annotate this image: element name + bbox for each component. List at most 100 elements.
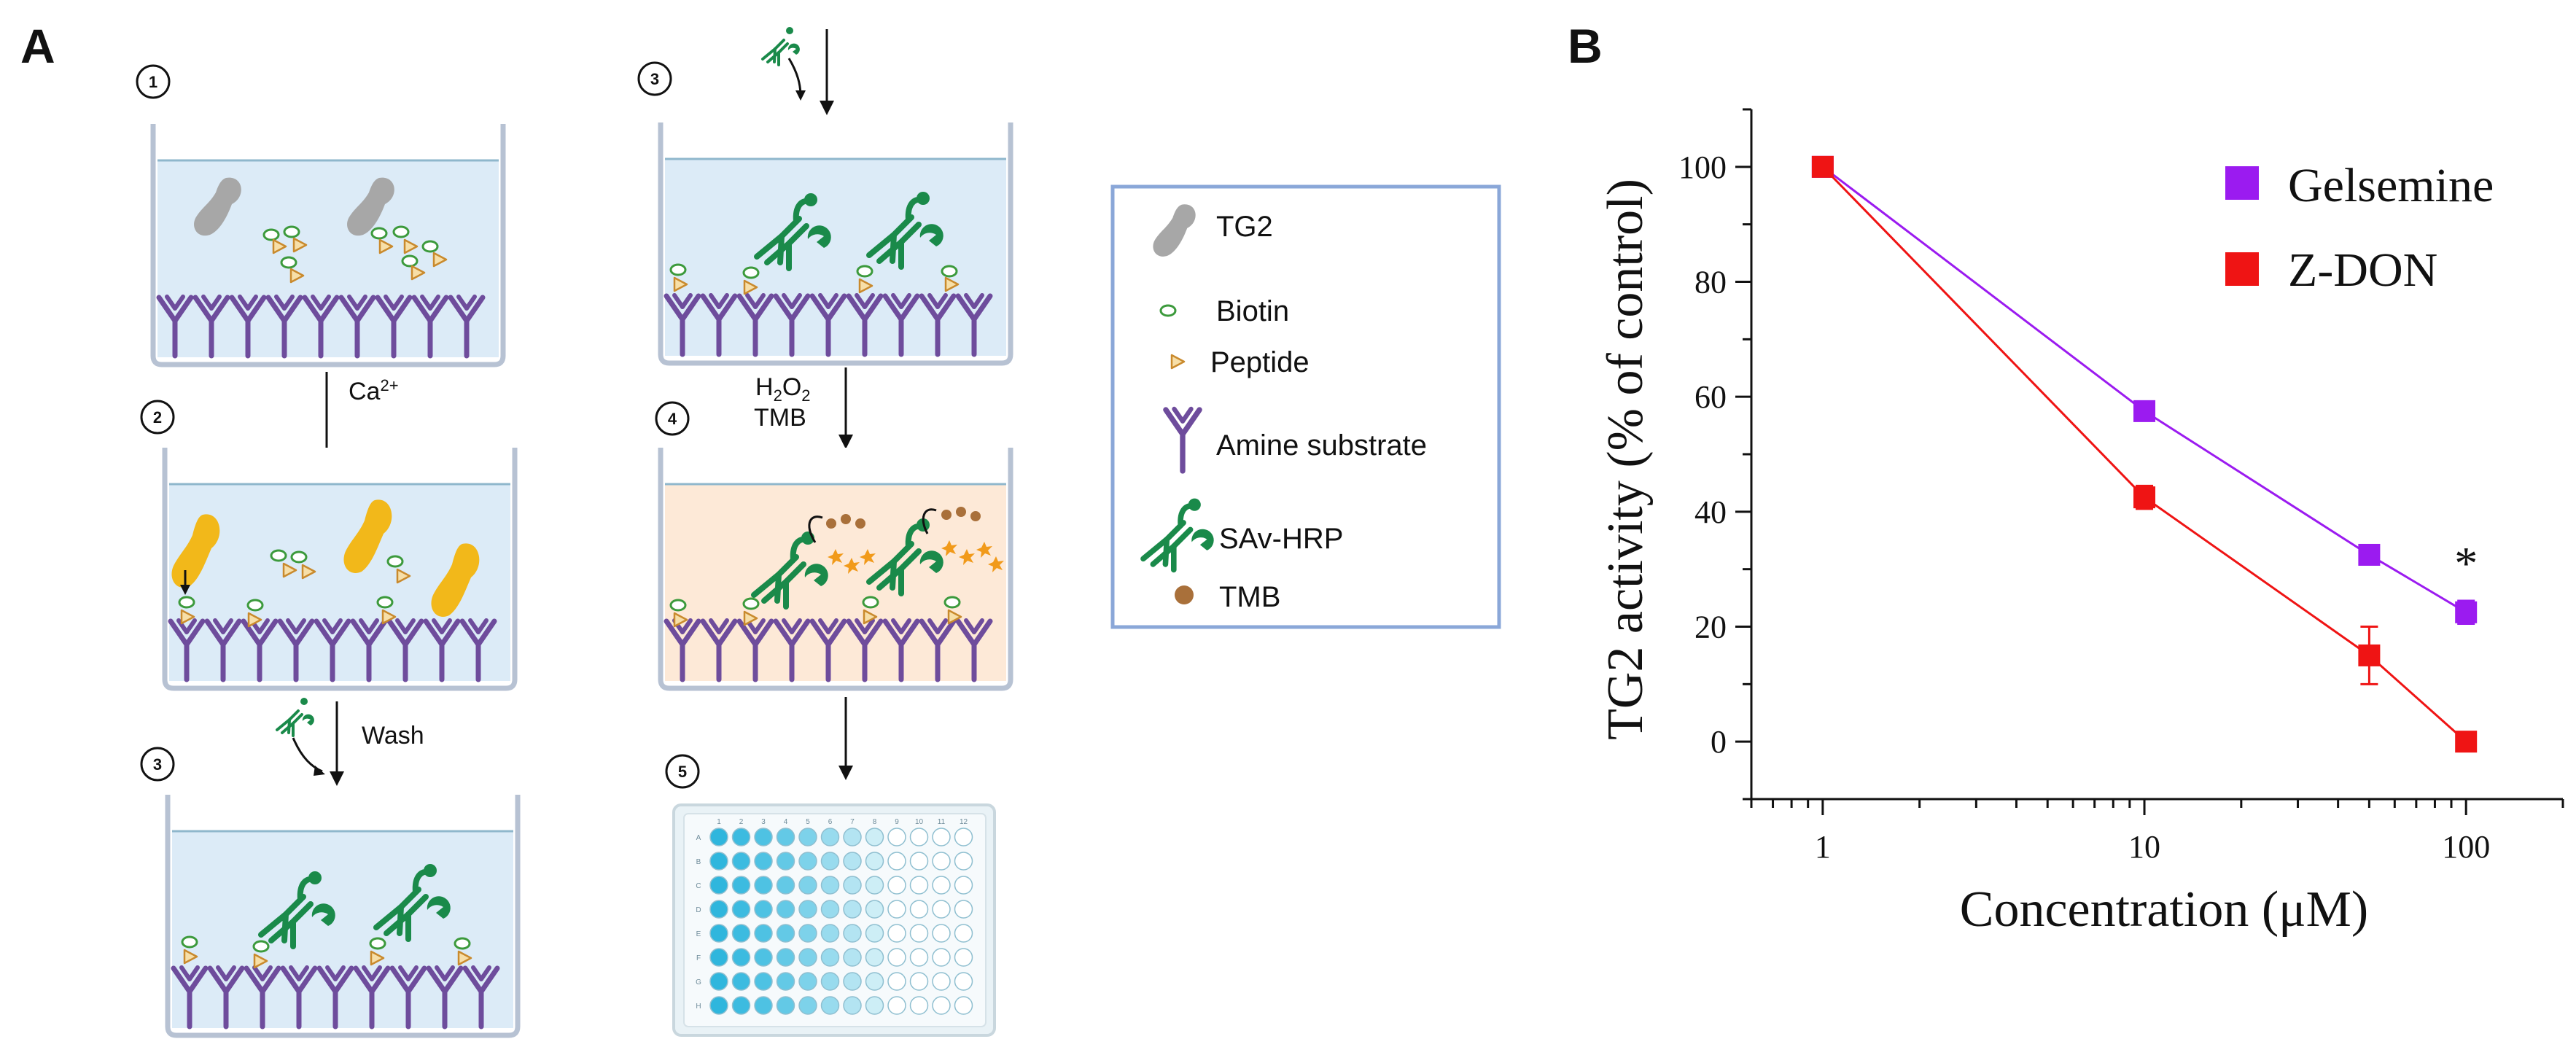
legend-swatch-gelsemine — [2225, 166, 2259, 200]
arrow-wash: Wash — [276, 696, 424, 786]
plate-well — [954, 924, 973, 943]
plate-well — [754, 972, 773, 991]
panel-b-label: B — [1568, 19, 1603, 73]
plate-well — [909, 852, 929, 871]
x-tick-label: 100 — [2442, 829, 2490, 865]
plate-col-label: 2 — [739, 818, 744, 826]
plate-well — [909, 828, 929, 846]
svg-text:5: 5 — [678, 763, 687, 781]
plate-well — [754, 924, 773, 943]
plate-well — [909, 900, 929, 919]
plate-well — [776, 948, 795, 967]
svg-text:4: 4 — [668, 410, 677, 428]
legend-item-peptide: Peptide — [1170, 346, 1310, 378]
plate-well — [932, 996, 951, 1015]
plate-well — [798, 876, 817, 895]
plate-well — [776, 852, 795, 871]
legend-item-sav-hrp: SAv-HRP — [1143, 499, 1343, 570]
plate-well — [954, 948, 973, 967]
plate-well — [820, 948, 840, 967]
plate-col-label: 1 — [717, 818, 721, 826]
plate-well — [820, 852, 840, 871]
plate-well — [887, 924, 906, 943]
step-4-well — [658, 448, 1013, 691]
step-1-well — [150, 124, 506, 367]
step-marker-4: 4 — [655, 401, 690, 436]
plate-row-label: H — [696, 1003, 701, 1011]
svg-text:3: 3 — [650, 70, 659, 88]
plate-well — [798, 924, 817, 943]
plate-col-label: 12 — [960, 818, 968, 826]
series-line — [1821, 166, 2467, 743]
plate-well — [843, 900, 862, 919]
plate-col-label: 3 — [761, 818, 766, 826]
legend-item-tg2: TG2 — [1153, 204, 1273, 257]
plate-well — [776, 996, 795, 1015]
plate-col-label: 6 — [828, 818, 833, 826]
data-point — [2358, 644, 2381, 666]
plate-well — [865, 948, 884, 967]
plate-well — [820, 900, 840, 919]
significance-marker: * — [2454, 537, 2478, 589]
plate-col-label: 4 — [784, 818, 788, 826]
plate-well — [709, 996, 728, 1015]
plate-well — [754, 876, 773, 895]
data-point — [2133, 400, 2156, 422]
plate-well — [776, 972, 795, 991]
plate-well — [731, 924, 751, 943]
chart-legend: Gelsemine Z-DON — [2225, 159, 2494, 297]
plate-col-label: 8 — [873, 818, 877, 826]
step-marker-3-middle: 3 — [637, 61, 672, 96]
arrow-to-plate — [838, 697, 853, 780]
y-tick-label: 0 — [1711, 724, 1727, 760]
y-axis-title: TG2 activity (% of control) — [1598, 179, 1654, 740]
svg-text:SAv-HRP: SAv-HRP — [1219, 523, 1343, 555]
plate-well — [932, 900, 951, 919]
step-2-well — [162, 448, 518, 691]
plate-well — [954, 876, 973, 895]
plate-well — [954, 852, 973, 871]
y-tick-label: 20 — [1694, 610, 1727, 645]
data-point — [2358, 543, 2381, 566]
plate-row-label: G — [696, 978, 701, 986]
plate-well — [932, 876, 951, 895]
plate-well — [843, 876, 862, 895]
x-tick-label: 1 — [1815, 829, 1831, 865]
data-point — [2455, 731, 2478, 753]
data-point — [2133, 486, 2156, 509]
plate-well — [709, 900, 728, 919]
y-tick-label: 40 — [1694, 494, 1727, 530]
plate-col-label: 7 — [850, 818, 855, 826]
ca-label: Ca2+ — [349, 376, 399, 405]
plate-well — [709, 948, 728, 967]
plate-well — [843, 948, 862, 967]
step-3-well-middle — [658, 122, 1013, 366]
plate-well — [843, 996, 862, 1015]
legend-item-tmb: TMB — [1175, 581, 1280, 613]
plate-well — [909, 948, 929, 967]
plate-well — [909, 876, 929, 895]
svg-text:Biotin: Biotin — [1216, 295, 1289, 327]
legend-item-amine-substrate: Amine substrate — [1166, 409, 1427, 471]
plate-col-label: 11 — [938, 818, 946, 826]
plate-well — [754, 996, 773, 1015]
plate-well — [954, 972, 973, 991]
plate-well — [887, 852, 906, 871]
plate-well — [776, 876, 795, 895]
plate-col-label: 5 — [806, 818, 810, 826]
panel-a-label: A — [20, 19, 55, 73]
plate-well — [887, 996, 906, 1015]
plate-well — [843, 924, 862, 943]
plate-row-label: F — [696, 954, 701, 962]
plate-well — [932, 948, 951, 967]
svg-text:Amine substrate: Amine substrate — [1216, 429, 1427, 462]
plate-row-label: A — [696, 834, 701, 842]
plate-well — [731, 972, 751, 991]
plate-well — [776, 900, 795, 919]
svg-text:TG2: TG2 — [1216, 211, 1273, 243]
svg-text:3: 3 — [153, 755, 162, 774]
